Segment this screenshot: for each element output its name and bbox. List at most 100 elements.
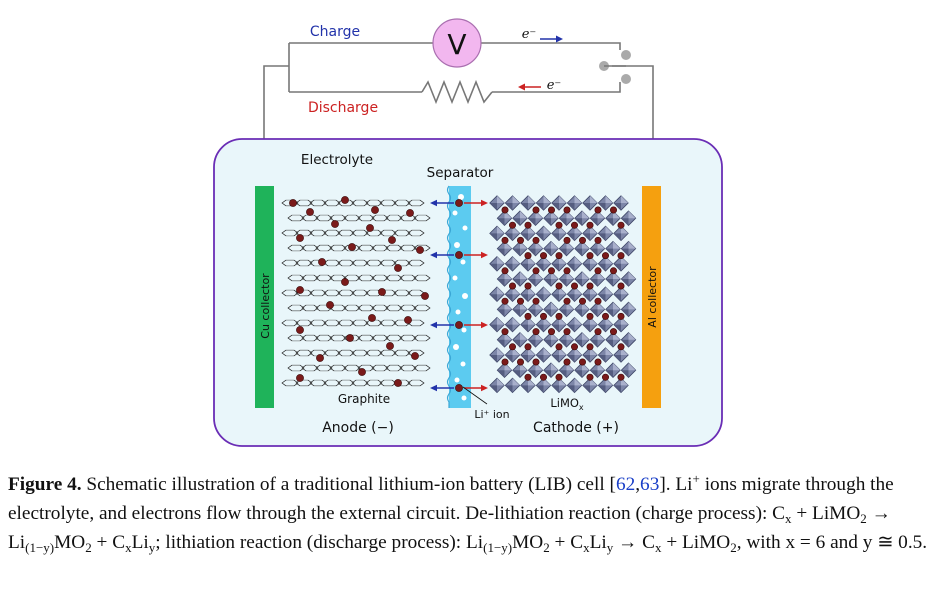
caption-subscript: (1−y)	[483, 540, 513, 555]
mo6-octahedron	[613, 347, 629, 363]
mo6-octahedron	[605, 240, 621, 257]
caption-text: MO	[512, 532, 544, 553]
caption-subscript: (1−y)	[25, 540, 55, 555]
li-ion	[532, 328, 540, 336]
li-ion	[539, 373, 547, 381]
li-ion	[563, 328, 571, 336]
li-ion	[306, 208, 314, 216]
caption-text: , with x = 6 and y ≅ 0.5.	[736, 532, 928, 553]
caption-text: → Li	[8, 503, 891, 553]
caption-subscript: x	[125, 540, 132, 555]
cathode-label: Cathode (+)	[533, 420, 619, 436]
mo6-octahedron	[574, 210, 590, 226]
limox-subscript: x	[579, 403, 584, 412]
discharge-arrowhead	[430, 384, 437, 392]
mo6-octahedron	[489, 256, 505, 272]
li-ion	[532, 206, 540, 214]
li-ion	[617, 373, 625, 381]
discharge-arrowhead	[430, 251, 437, 259]
mo6-octahedron	[496, 271, 513, 287]
li-ion	[516, 297, 524, 305]
li-ion	[555, 312, 563, 320]
limox-label: LiMOx	[550, 396, 584, 412]
mo6-octahedron	[613, 377, 629, 394]
mo6-octahedron	[582, 256, 598, 272]
li-ion	[501, 206, 509, 214]
mo6-octahedron	[566, 195, 583, 211]
charge-arrowhead	[481, 321, 488, 329]
li-ion	[524, 373, 532, 381]
mo6-octahedron	[504, 225, 521, 242]
mo6-octahedron	[535, 377, 552, 394]
discharge-arrowhead	[430, 321, 437, 329]
voltmeter: V	[432, 18, 482, 68]
reference-link-63[interactable]: 63	[640, 474, 660, 495]
mo6-octahedron	[558, 271, 575, 287]
mo6-octahedron	[504, 377, 521, 394]
separator-label: Separator	[427, 165, 494, 181]
figure-caption: Figure 4. Schematic illustration of a tr…	[8, 470, 928, 557]
li-ion	[586, 252, 594, 260]
charge-arrowhead	[481, 384, 488, 392]
mo6-octahedron	[496, 240, 513, 257]
caption-subscript: 2	[860, 511, 867, 526]
mo6-octahedron	[504, 256, 521, 272]
li-ion	[532, 297, 540, 305]
caption-text: + C	[91, 532, 126, 553]
mo6-octahedron	[512, 271, 528, 287]
li-ion	[555, 343, 563, 351]
mo6-octahedron	[535, 286, 552, 302]
li-ion	[501, 328, 509, 336]
li-ion	[601, 312, 609, 320]
caption-text: ; lithiation reaction (discharge process…	[155, 532, 484, 553]
mo6-octahedron	[582, 286, 598, 302]
li-ion	[516, 236, 524, 244]
mo6-octahedron	[551, 225, 567, 242]
mo6-octahedron	[504, 316, 521, 333]
mo6-octahedron	[489, 347, 505, 363]
mo6-octahedron	[558, 362, 575, 378]
li-ion	[547, 267, 555, 275]
li-ion	[368, 314, 376, 322]
li-ion	[455, 251, 463, 259]
mo6-octahedron	[527, 271, 544, 287]
mo6-octahedron	[551, 195, 567, 211]
mo6-octahedron	[535, 195, 552, 211]
mo6-octahedron	[527, 301, 544, 318]
mo6-octahedron	[489, 286, 505, 302]
li-ion	[516, 358, 524, 366]
reference-link-62[interactable]: 62	[615, 474, 636, 495]
mo6-octahedron	[620, 362, 637, 378]
li-ion	[570, 221, 578, 229]
li-ion	[617, 252, 625, 260]
li-ion	[617, 312, 625, 320]
voltmeter-symbol: V	[447, 28, 466, 61]
mo6-octahedron	[543, 240, 559, 257]
li-ion	[508, 282, 516, 290]
li-ion	[296, 326, 304, 334]
electron-label-top: e⁻	[522, 27, 537, 42]
mo6-octahedron	[582, 316, 598, 333]
mo6-octahedron	[535, 225, 552, 242]
mo6-octahedron	[489, 377, 505, 394]
li-ion	[532, 236, 540, 244]
mo6-octahedron	[527, 362, 544, 378]
li-ion	[346, 334, 354, 342]
mo6-octahedron	[504, 195, 521, 211]
li-ion	[341, 196, 349, 204]
mo6-octahedron	[620, 271, 637, 287]
mo6-octahedron	[520, 377, 536, 394]
li-ion	[406, 209, 414, 217]
mo6-octahedron	[527, 240, 544, 257]
li-ion	[547, 206, 555, 214]
mo6-octahedron	[558, 240, 575, 257]
mo6-octahedron	[566, 377, 583, 394]
mo6-octahedron	[597, 195, 614, 211]
caption-subscript: x	[655, 540, 662, 555]
caption-text: + LiMO	[661, 532, 731, 553]
limox-text: LiMO	[550, 396, 579, 410]
li-ion	[404, 316, 412, 324]
electron-flow-discharge: e⁻	[518, 78, 561, 93]
li-ion	[578, 297, 586, 305]
li-ion	[609, 267, 617, 275]
